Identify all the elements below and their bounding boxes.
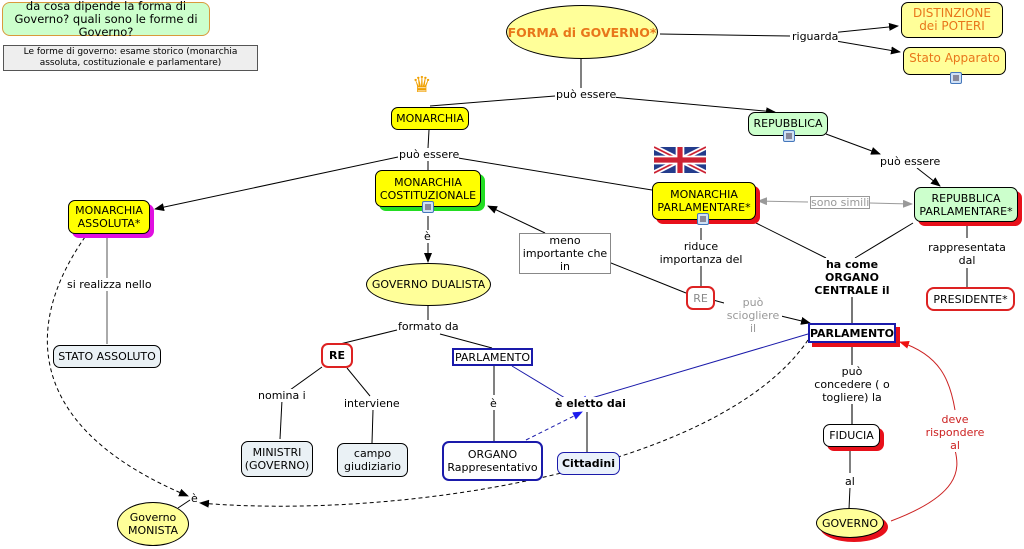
node-parlamento-centrale[interactable]: PARLAMENTO	[808, 323, 896, 343]
link-label-puo-concedere[interactable]: può concedere ( o togliere) la	[812, 365, 892, 404]
link-label-al[interactable]: al	[845, 475, 855, 488]
node-distinzione-poteri[interactable]: DISTINZIONE dei POTERI	[901, 2, 1003, 38]
map-subtitle-text: Le forme di governo: esame storico (mona…	[23, 47, 238, 68]
node-governo-monista[interactable]: Governo MONISTA	[117, 502, 189, 546]
focus-question-text: da cosa dipende la forma di Governo? qua…	[14, 0, 198, 39]
node-stato-assoluto[interactable]: STATO ASSOLUTO	[53, 345, 161, 368]
link-label-puo-essere[interactable]: può essere	[556, 88, 617, 101]
link-label-puo-sciogliere[interactable]: può sciogliere il	[724, 296, 782, 335]
link-label-riguarda[interactable]: riguarda	[792, 30, 839, 43]
link-label-formato-da[interactable]: formato da	[398, 320, 459, 333]
map-subtitle[interactable]: Le forme di governo: esame storico (mona…	[3, 45, 258, 71]
node-governo-dualista[interactable]: GOVERNO DUALISTA	[366, 263, 491, 306]
link-label-e-eletto-dai[interactable]: è eletto dai	[555, 397, 626, 410]
link-label-deve-rispondere[interactable]: deve rispondere al	[925, 413, 985, 452]
link-label-meno-importante[interactable]: meno importante che in	[519, 233, 611, 274]
link-label-e[interactable]: è	[424, 230, 431, 243]
link-label-riduce-importanza[interactable]: riduce importanza del	[658, 240, 744, 266]
link-label-si-realizza-nello[interactable]: si realizza nello	[67, 278, 152, 291]
node-fiducia[interactable]: FIDUCIA	[823, 424, 880, 447]
crown-icon: ♛	[412, 73, 432, 98]
concept-map-icon[interactable]	[783, 130, 795, 142]
node-campo-giudiziario[interactable]: campo giudiziario	[337, 443, 408, 477]
document-icon[interactable]	[422, 201, 434, 213]
link-label-interviene[interactable]: interviene	[344, 397, 400, 410]
link-label-e[interactable]: è	[191, 492, 198, 505]
node-repubblica-parlamentare[interactable]: REPUBBLICA PARLAMENTARE*	[914, 187, 1018, 222]
node-governo[interactable]: GOVERNO	[816, 508, 884, 538]
link-label-puo-essere[interactable]: può essere	[880, 155, 941, 168]
node-organo-rappresentativo[interactable]: ORGANO Rappresentativo	[442, 441, 543, 481]
link-label-nomina-i[interactable]: nomina i	[258, 389, 306, 402]
uk-flag-icon	[654, 144, 706, 176]
link-label-e[interactable]: è	[490, 397, 497, 410]
concept-map-icon[interactable]	[950, 72, 962, 84]
node-monarchia-assoluta[interactable]: MONARCHIA ASSOLUTA*	[68, 200, 150, 234]
node-ministri[interactable]: MINISTRI (GOVERNO)	[241, 441, 313, 477]
node-monarchia[interactable]: MONARCHIA	[391, 107, 469, 130]
node-re-parlamentare[interactable]: RE	[686, 286, 715, 310]
link-label-organo-centrale[interactable]: ha come ORGANO CENTRALE il	[798, 258, 906, 297]
link-label-rappresentata-dal[interactable]: rappresentata dal	[928, 241, 1006, 267]
node-forma-di-governo[interactable]: FORMA di GOVERNO*	[506, 5, 658, 59]
document-icon[interactable]	[697, 213, 709, 225]
node-re[interactable]: RE	[321, 343, 353, 368]
node-cittadini[interactable]: Cittadini	[557, 452, 620, 475]
node-stato-apparato[interactable]: Stato Apparato	[903, 47, 1006, 75]
link-label-puo-essere[interactable]: può essere	[399, 148, 460, 161]
focus-question[interactable]: da cosa dipende la forma di Governo? qua…	[2, 0, 210, 39]
link-label-sono-simili[interactable]: sono simili	[810, 196, 871, 209]
node-presidente[interactable]: PRESIDENTE*	[926, 287, 1015, 311]
node-parlamento-dualista[interactable]: PARLAMENTO	[452, 348, 533, 366]
